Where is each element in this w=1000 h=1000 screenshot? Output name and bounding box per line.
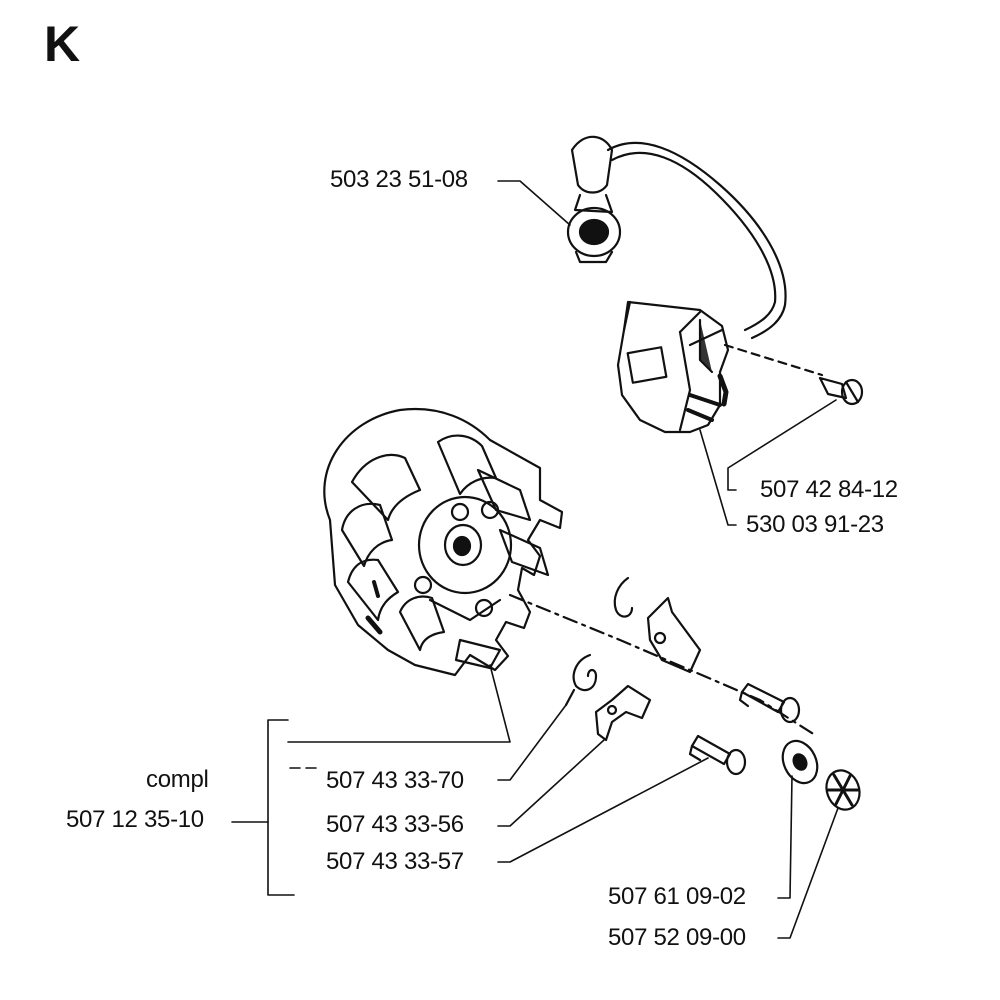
ignition-module-part — [616, 300, 730, 434]
pin-lower-part — [688, 734, 747, 776]
label-screw: 507 42 84-12 — [760, 476, 898, 503]
nut-part — [825, 769, 861, 811]
spark-plug-cap-part — [566, 135, 787, 340]
pin-upper-part — [738, 682, 801, 724]
label-plug-cap: 503 23 51-08 — [330, 166, 468, 193]
label-washer: 507 61 09-02 — [608, 883, 746, 910]
pawl-upper-part — [613, 576, 702, 674]
label-spring: 507 43 33-56 — [326, 811, 464, 838]
label-ignition-module: 530 03 91-23 — [746, 511, 884, 538]
spring-part — [564, 653, 598, 707]
leader-lines — [231, 180, 839, 939]
label-flywheel-complete: 507 12 35-10 — [66, 806, 204, 833]
label-flywheel: 507 43 33-70 — [326, 767, 464, 794]
washer-part — [781, 739, 819, 785]
label-pin: 507 43 33-57 — [326, 848, 464, 875]
flywheel-part — [323, 408, 564, 677]
label-nut: 507 52 09-00 — [608, 924, 746, 951]
section-letter: K — [44, 16, 81, 72]
screw-part — [818, 376, 864, 406]
label-complete-word: compl — [146, 766, 209, 793]
pawl-lower-part — [594, 684, 652, 742]
